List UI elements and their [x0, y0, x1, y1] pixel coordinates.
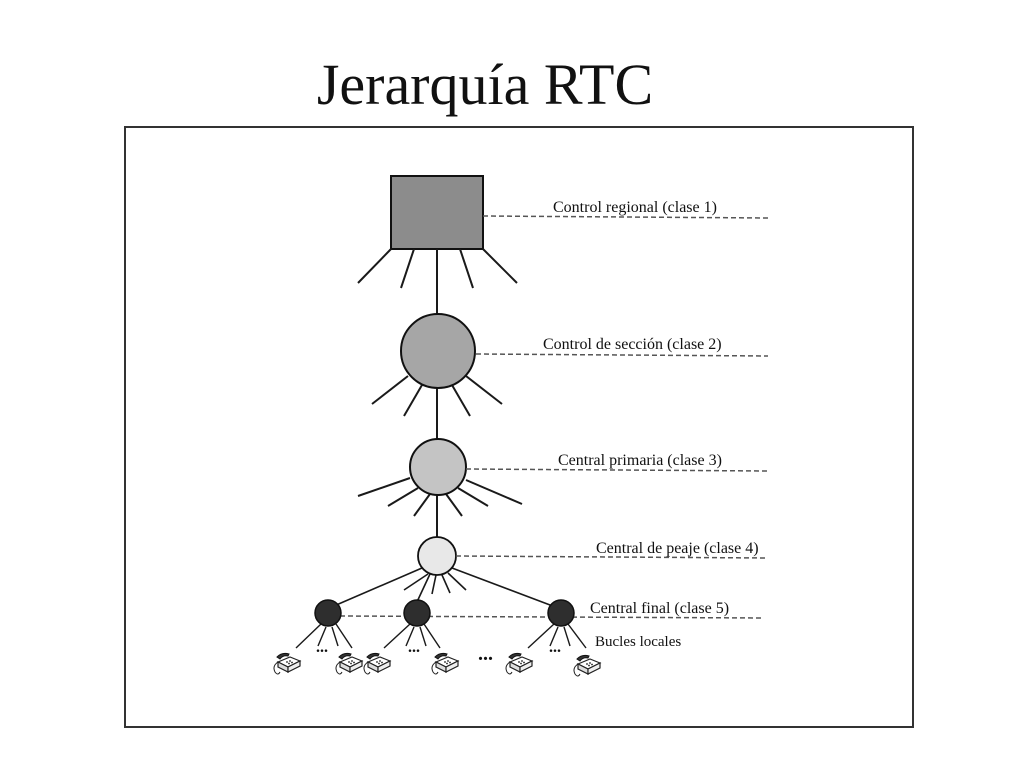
- level-label-4: Central de peaje (clase 4): [596, 540, 759, 557]
- telephone-icon: [573, 654, 601, 677]
- end-central-node: [314, 599, 342, 627]
- ellipsis: ...: [408, 639, 420, 656]
- ellipsis: ...: [549, 639, 561, 656]
- end-central-node: [547, 599, 575, 627]
- ellipsis: ...: [478, 643, 493, 665]
- telephone-icon: [273, 652, 301, 675]
- regional-control-node: [390, 175, 484, 250]
- level-label-1: Control regional (clase 1): [553, 199, 717, 216]
- diagram-frame: [124, 126, 914, 728]
- page-title: Jerarquía RTC: [316, 52, 654, 117]
- ellipsis: ...: [316, 639, 328, 656]
- end-central-node: [403, 599, 431, 627]
- telephone-icon: [431, 652, 459, 675]
- telephone-icon: [363, 652, 391, 675]
- telephone-icon: [335, 652, 363, 675]
- primary-central-node: [409, 438, 467, 496]
- section-control-node: [400, 313, 476, 389]
- local-loops-label: Bucles locales: [595, 634, 681, 650]
- level-label-5: Central final (clase 5): [590, 600, 729, 617]
- level-label-3: Central primaria (clase 3): [558, 452, 722, 469]
- toll-central-node: [417, 536, 457, 576]
- telephone-icon: [505, 652, 533, 675]
- level-label-2: Control de sección (clase 2): [543, 336, 722, 353]
